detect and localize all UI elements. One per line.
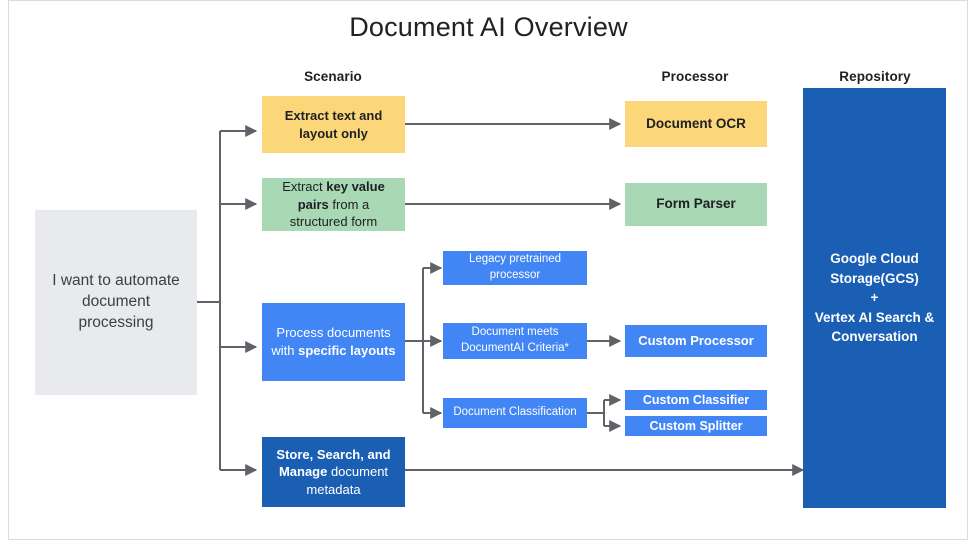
processor-form-parser-label: Form Parser — [656, 196, 736, 212]
column-header-scenario: Scenario — [304, 69, 362, 84]
processor-document-ocr[interactable]: Document OCR — [625, 101, 767, 147]
processor-custom-splitter[interactable]: Custom Splitter — [625, 416, 767, 436]
node-document-classification[interactable]: Document Classification — [443, 398, 587, 428]
scenario-process-specific-layouts[interactable]: Process documents with specific layouts — [262, 303, 405, 381]
node-legacy-pretrained-processor[interactable]: Legacy pretrained processor — [443, 251, 587, 285]
scenario-process-specific-layouts-label: Process documents with specific layouts — [271, 325, 396, 358]
scenario-extract-key-value-pairs[interactable]: Extract key value pairs from a structure… — [262, 178, 405, 231]
scenario-extract-text-and-layout-label: Extract text and layout only — [284, 107, 383, 141]
scenario-extract-key-value-pairs-label: Extract key value pairs from a structure… — [282, 179, 385, 230]
page-title: Document AI Overview — [349, 12, 628, 42]
node-document-meets-criteria[interactable]: Document meets DocumentAI Criteria* — [443, 323, 587, 359]
processor-custom-processor[interactable]: Custom Processor — [625, 325, 767, 357]
node-document-meets-criteria-label: Document meets DocumentAI Criteria* — [460, 326, 569, 354]
column-header-repository: Repository — [839, 69, 911, 84]
processor-document-ocr-label: Document OCR — [646, 115, 746, 131]
scenario-extract-text-and-layout[interactable]: Extract text and layout only — [262, 96, 405, 153]
start-node-label: I want to automate document processing — [52, 272, 180, 331]
processor-custom-splitter-label: Custom Splitter — [649, 418, 743, 433]
node-legacy-pretrained-processor-label: Legacy pretrained processor — [468, 253, 562, 281]
processor-custom-classifier[interactable]: Custom Classifier — [625, 390, 767, 410]
column-header-processor: Processor — [661, 69, 729, 84]
processor-custom-classifier-label: Custom Classifier — [642, 392, 750, 407]
processor-form-parser[interactable]: Form Parser — [625, 183, 767, 226]
node-document-classification-label: Document Classification — [453, 406, 577, 419]
start-node: I want to automate document processing — [35, 210, 197, 395]
scenario-store-search-manage[interactable]: Store, Search, and Manage document metad… — [262, 437, 405, 507]
scenario-store-search-manage-label: Store, Search, and Manage document metad… — [276, 446, 391, 497]
processor-custom-processor-label: Custom Processor — [638, 333, 754, 349]
